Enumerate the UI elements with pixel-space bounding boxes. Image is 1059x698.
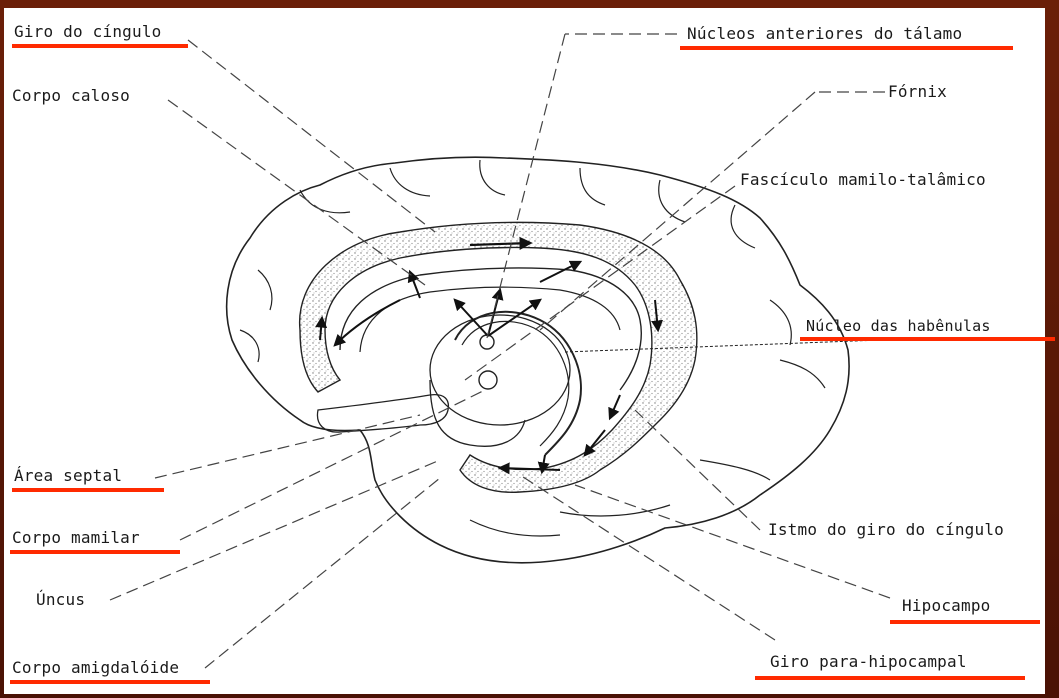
highlight-bar (890, 620, 1040, 624)
label-corpo-amigdaloide: Corpo amigdalóide (12, 658, 179, 678)
leader-line (110, 460, 440, 600)
thalamus-outline (430, 315, 570, 425)
leader-line (565, 340, 880, 352)
sulcus-line (700, 460, 770, 480)
arrow-mark (335, 300, 400, 345)
highlight-bar (10, 550, 180, 554)
mammillary-body (479, 371, 497, 389)
sulcus-line (390, 168, 430, 196)
sulcus-line (480, 160, 505, 195)
leader-line (188, 40, 435, 232)
leader-line (635, 410, 760, 530)
highlight-bar (800, 337, 1055, 341)
sulcus-line (770, 300, 791, 345)
label-istmo: Istmo do giro do cíngulo (768, 520, 1004, 540)
label-hipocampo: Hipocampo (902, 596, 991, 616)
label-nucleo-habenulas: Núcleo das habênulas (806, 316, 991, 336)
highlight-bar (755, 676, 1025, 680)
sulcus-line (580, 168, 605, 205)
label-nucleos-anteriores: Núcleos anteriores do tálamo (687, 24, 962, 44)
label-fasciculo: Fascículo mamilo-talâmico (740, 170, 986, 190)
highlight-bar (10, 680, 210, 684)
label-fornix: Fórnix (888, 82, 947, 102)
arrow-mark (540, 262, 580, 282)
label-corpo-caloso: Corpo caloso (12, 86, 130, 106)
fornix-arc (462, 321, 569, 446)
label-uncus: Úncus (36, 590, 85, 610)
highlight-bar (12, 44, 188, 48)
sulcus-line (470, 520, 560, 536)
septal-area (317, 395, 448, 432)
sulcus-line (780, 360, 825, 388)
leader-line (520, 475, 775, 640)
arrow-mark (610, 395, 620, 418)
sulcus-line (240, 330, 259, 362)
label-area-septal: Área septal (14, 466, 122, 486)
leader-line (205, 478, 440, 668)
label-giro-cingulo: Giro do cíngulo (14, 22, 162, 42)
brainstem-outline (430, 380, 525, 446)
leader-line (180, 390, 485, 540)
leader-line (155, 415, 420, 478)
highlight-bar (680, 46, 1013, 50)
highlight-bar (12, 488, 164, 492)
label-corpo-mamilar: Corpo mamilar (12, 528, 140, 548)
sulcus-line (300, 190, 350, 213)
label-giro-parahipocampal: Giro para-hipocampal (770, 652, 967, 672)
sulcus-line (258, 270, 272, 310)
sulcus-line (560, 505, 670, 516)
